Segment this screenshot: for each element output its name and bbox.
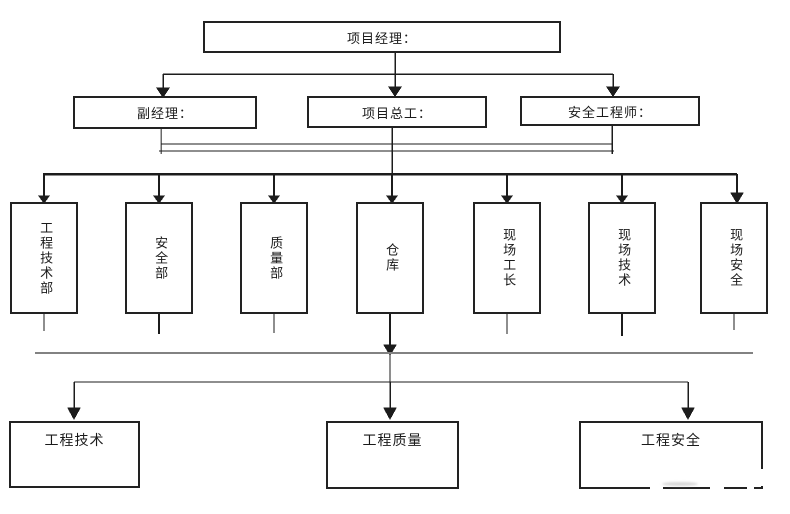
- node-dept-site-foreman: 现场工长: [473, 202, 541, 314]
- connector-row1-row2: [156, 53, 620, 98]
- node-dept-quality: 质量部: [240, 202, 308, 314]
- arrowhead-down: [681, 407, 695, 421]
- node-team-engineering-quality: 工程质量: [326, 421, 459, 489]
- node-dept-site-safety: 现场安全: [700, 202, 768, 314]
- arrowhead-down: [616, 195, 628, 204]
- node-deputy-manager: 副经理：: [73, 96, 257, 129]
- arrowhead-down: [501, 195, 513, 204]
- arrowhead-down: [268, 195, 280, 204]
- connector-row2-row3: [38, 172, 744, 204]
- watermark-remnant: [758, 469, 766, 486]
- arrowhead-down: [606, 86, 620, 97]
- arrowhead-down: [388, 86, 402, 97]
- node-safety-engineer: 安全工程师：: [520, 96, 700, 126]
- arrowhead-down: [156, 87, 170, 98]
- watermark-remnant: [747, 485, 754, 491]
- watermark-remnant: [650, 485, 663, 491]
- connector-row3-row4: [67, 354, 695, 421]
- node-dept-warehouse: 仓库: [356, 202, 424, 314]
- watermark-remnant: [710, 485, 724, 491]
- node-dept-safety: 安全部: [125, 202, 193, 314]
- arrowhead-down: [386, 195, 398, 204]
- arrowhead-down: [153, 195, 165, 204]
- connector-row2-tiebars: [159, 126, 614, 174]
- arrowhead-down: [383, 407, 397, 421]
- node-project-manager: 项目经理：: [203, 21, 561, 53]
- node-chief-engineer: 项目总工：: [307, 96, 487, 128]
- node-team-engineering-tech: 工程技术: [9, 421, 140, 488]
- arrowhead-down: [38, 195, 50, 204]
- arrowhead-down: [67, 407, 81, 421]
- arrowhead-down: [730, 192, 744, 204]
- watermark-remnant: [662, 482, 698, 486]
- arrowhead-down: [383, 344, 397, 356]
- department-stubs: [43, 314, 735, 356]
- node-team-engineering-safety: 工程安全: [579, 421, 763, 489]
- node-dept-engineering-tech: 工程技术部: [10, 202, 78, 314]
- node-dept-site-tech: 现场技术: [588, 202, 656, 314]
